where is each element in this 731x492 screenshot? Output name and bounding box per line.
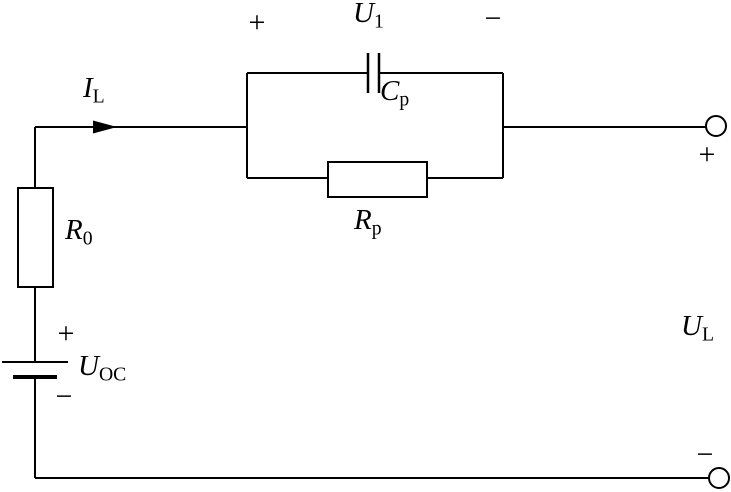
label-load-voltage-sub: L [701, 323, 714, 346]
label-cap-voltage: U1 [353, 0, 384, 32]
label-capacitor-main: C [380, 75, 400, 107]
source-branch [2, 127, 68, 478]
label-open-circuit-voltage: UOC [78, 352, 126, 385]
label-capacitor-sub: p [399, 88, 410, 111]
label-parallel-resistor-main: R [354, 204, 372, 236]
resistor-r0-body [17, 187, 54, 288]
label-source-resistor: R0 [65, 216, 93, 249]
label-cap-voltage-sub: 1 [373, 10, 384, 33]
label-open-circuit-voltage-sub: OC [98, 363, 127, 386]
output-plus-sign: + [698, 138, 716, 171]
cap-voltage-minus-sign: − [484, 2, 502, 35]
current-arrowhead-icon [93, 120, 117, 134]
cap-voltage-plus-sign: + [248, 6, 266, 39]
output-terminal-negative [708, 467, 730, 489]
load-current-wire [35, 120, 247, 134]
label-load-current: IL [83, 74, 105, 107]
label-parallel-resistor-sub: p [371, 217, 382, 240]
label-open-circuit-voltage-main: U [78, 350, 99, 382]
output-terminal-positive [705, 115, 727, 137]
source-plus-sign: + [57, 317, 75, 350]
output-minus-sign: − [696, 438, 714, 471]
label-load-current-main: I [83, 72, 93, 104]
parallel-rc-network [246, 53, 504, 198]
output-side [35, 115, 730, 489]
label-capacitor: Cp [380, 77, 409, 110]
label-parallel-resistor: Rp [354, 206, 382, 239]
label-source-resistor-sub: 0 [82, 227, 93, 250]
label-load-voltage-main: U [681, 310, 702, 342]
label-load-current-sub: L [92, 85, 105, 108]
resistor-rp-body [327, 161, 428, 198]
source-minus-sign: − [55, 380, 73, 413]
label-cap-voltage-main: U [353, 0, 374, 29]
label-load-voltage: UL [681, 312, 714, 345]
label-source-resistor-main: R [65, 214, 83, 246]
